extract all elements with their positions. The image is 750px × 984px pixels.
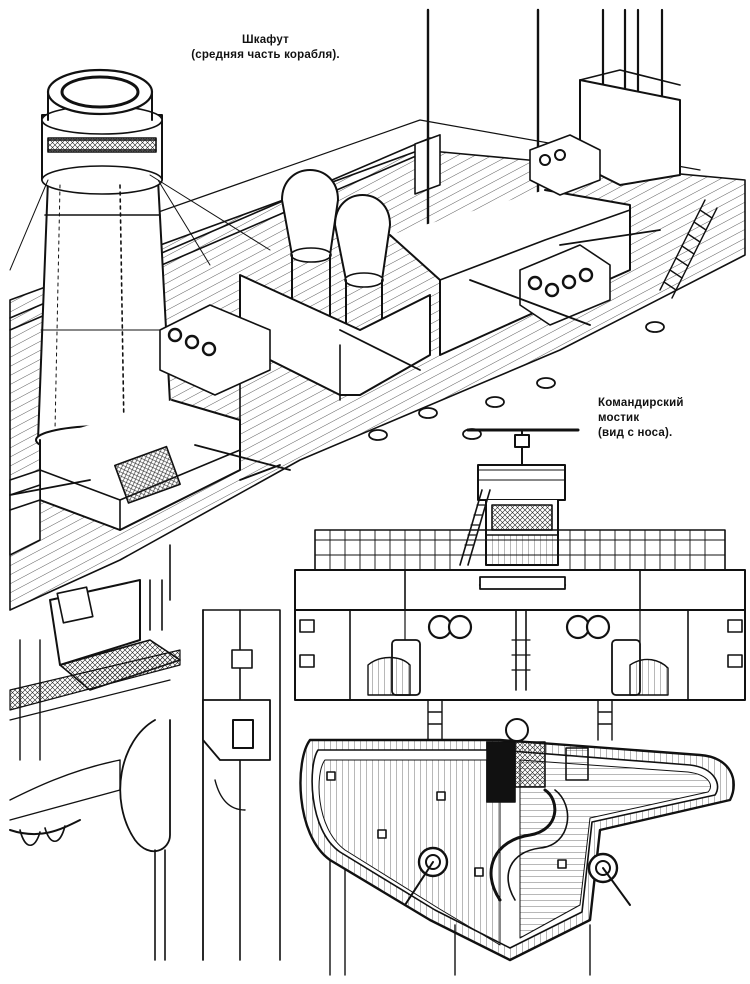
bridge-caption-line2: мостик (598, 412, 640, 424)
hull-lines (10, 760, 120, 845)
aft-fittings (10, 545, 180, 760)
waist-subtitle: (средняя часть корабля). (191, 49, 340, 61)
bridge-caption-line1: Командирский (598, 397, 684, 409)
engine-casing (240, 135, 440, 420)
bridge-plan (300, 700, 733, 975)
commander-bridge (295, 430, 745, 700)
hull-section (120, 610, 280, 960)
deck-railings (10, 230, 660, 495)
bridge-caption-line3: (вид с носа). (598, 427, 673, 439)
waist-caption: Шкафут (средняя часть корабля). (183, 33, 348, 63)
deck-scuttles (369, 322, 664, 440)
ladder (660, 200, 717, 298)
bridge-caption: Командирский мостик (вид с носа). (598, 396, 708, 441)
skylights (160, 135, 610, 395)
funnel-casing (10, 400, 240, 555)
aft-funnels (580, 10, 680, 185)
ventilator-cowls (282, 170, 390, 340)
waist-title: Шкафут (242, 34, 289, 46)
